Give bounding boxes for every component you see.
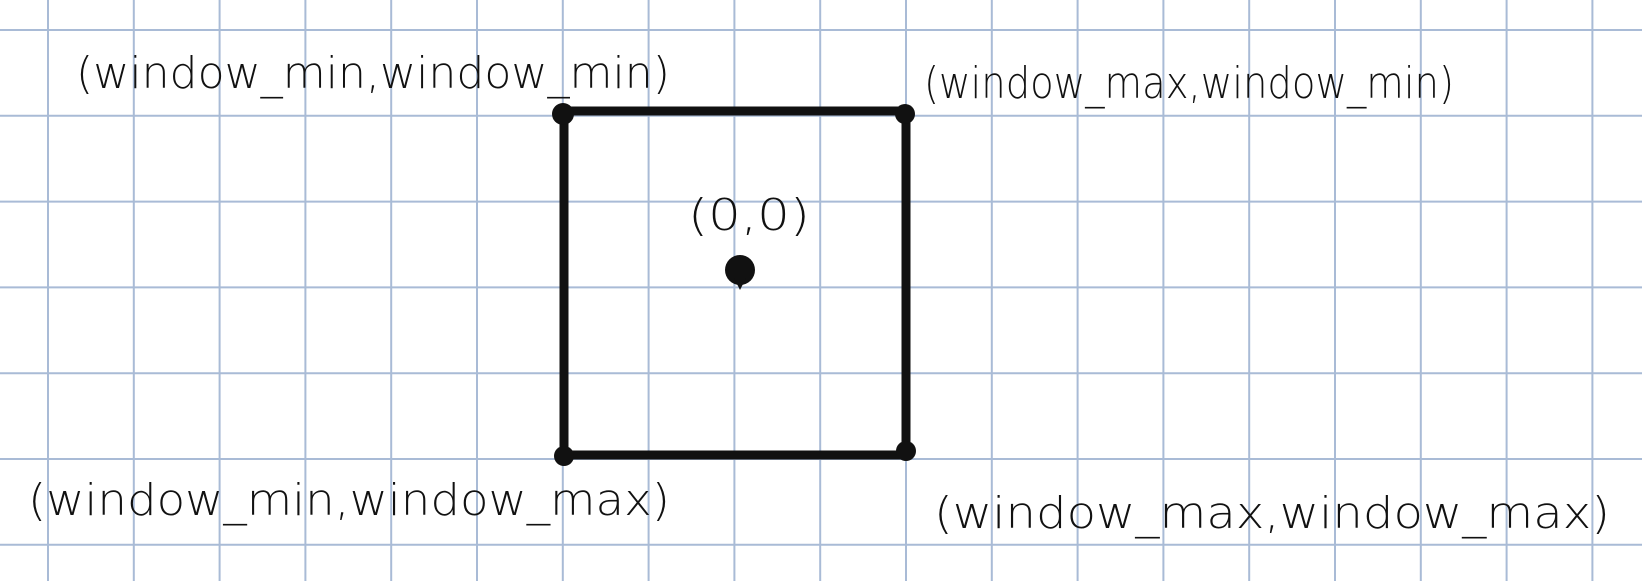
label-top-right: (window_max,window_min) xyxy=(924,58,1454,109)
label-bottom-right: (window_max,window_max) xyxy=(934,488,1610,539)
corner-dot-top-left xyxy=(552,103,574,125)
corner-dot-bottom-left xyxy=(554,446,574,466)
window-square xyxy=(559,106,911,460)
origin-dot xyxy=(725,255,755,290)
corner-dot-bottom-right xyxy=(896,441,916,461)
label-origin: (0,0) xyxy=(688,190,810,241)
corner-dot-top-right xyxy=(895,104,915,124)
label-bottom-left: (window_min,window_max) xyxy=(28,475,670,526)
label-top-left: (window_min,window_min) xyxy=(76,48,670,99)
